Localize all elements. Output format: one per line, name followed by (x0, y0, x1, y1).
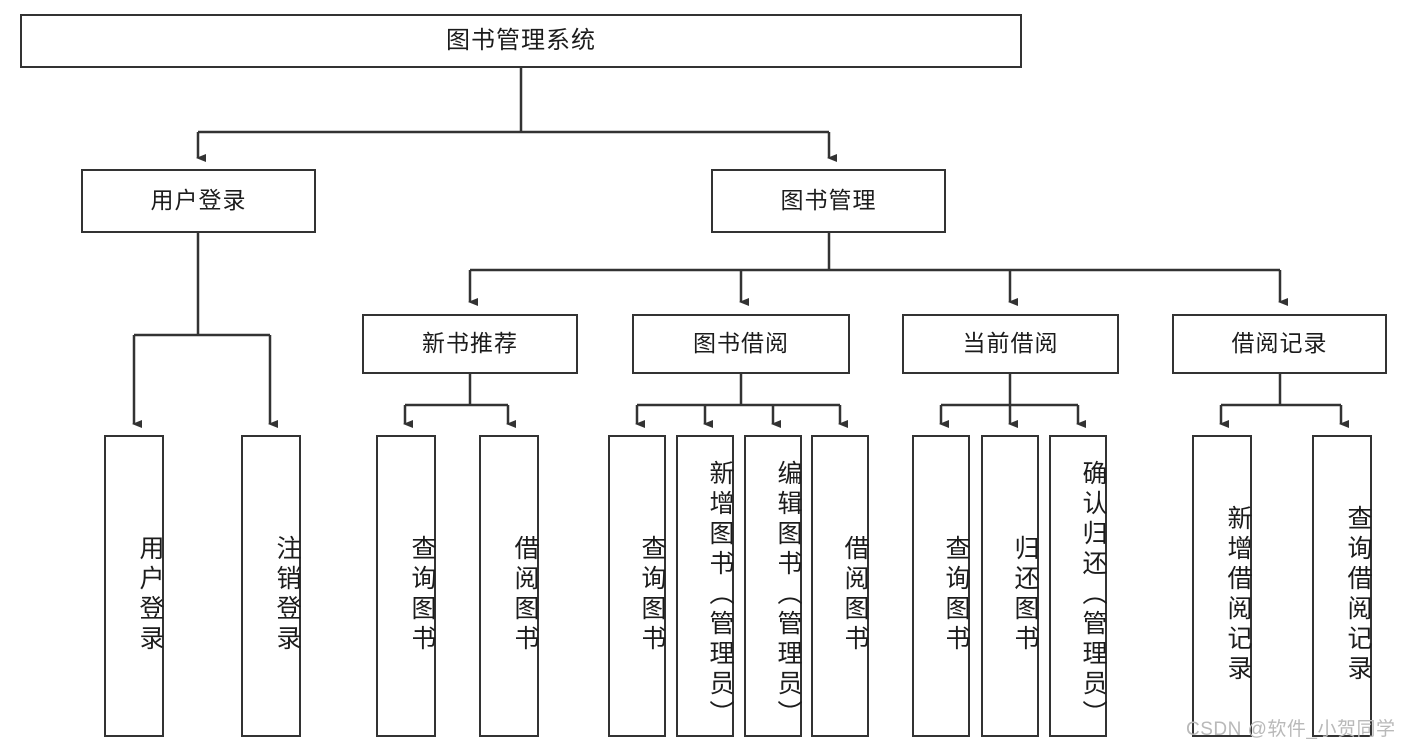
node-user-login[interactable]: 用户登录 (81, 169, 316, 233)
leaf-borrow-record-query-record[interactable]: 查询借阅记录 (1312, 435, 1372, 737)
leaf-new-book-query-book[interactable]: 查询图书 (376, 435, 436, 737)
leaf-label: 新增图书（管理员） (706, 460, 734, 730)
leaf-label: 查询图书 (638, 535, 666, 655)
leaf-current-borrow-return-book[interactable]: 归还图书 (981, 435, 1039, 737)
leaf-label: 查询图书 (408, 535, 436, 655)
node-current-borrow[interactable]: 当前借阅 (902, 314, 1119, 374)
watermark-csdn: CSDN @软件_小贺同学 (1186, 719, 1396, 740)
leaf-user-login-logout[interactable]: 注销登录 (241, 435, 301, 737)
leaf-label: 注销登录 (273, 535, 301, 655)
leaf-borrow-record-add-record[interactable]: 新增借阅记录 (1192, 435, 1252, 737)
leaf-book-borrow-query-book[interactable]: 查询图书 (608, 435, 666, 737)
leaf-book-borrow-borrow-book[interactable]: 借阅图书 (811, 435, 869, 737)
node-book-borrow[interactable]: 图书借阅 (632, 314, 850, 374)
node-book-management[interactable]: 图书管理 (711, 169, 946, 233)
leaf-label: 查询借阅记录 (1344, 505, 1372, 685)
leaf-book-borrow-edit-book-admin[interactable]: 编辑图书（管理员） (744, 435, 802, 737)
leaf-label: 借阅图书 (841, 535, 869, 655)
leaf-current-borrow-query-book[interactable]: 查询图书 (912, 435, 970, 737)
leaf-new-book-borrow-book[interactable]: 借阅图书 (479, 435, 539, 737)
node-root-library-system[interactable]: 图书管理系统 (20, 14, 1022, 68)
leaf-label: 归还图书 (1011, 535, 1039, 655)
leaf-user-login-login[interactable]: 用户登录 (104, 435, 164, 737)
leaf-label: 用户登录 (136, 535, 164, 655)
leaf-label: 查询图书 (942, 535, 970, 655)
leaf-label: 编辑图书（管理员） (774, 460, 802, 730)
leaf-label: 确认归还（管理员） (1079, 460, 1107, 730)
leaf-book-borrow-add-book-admin[interactable]: 新增图书（管理员） (676, 435, 734, 737)
node-borrow-record[interactable]: 借阅记录 (1172, 314, 1387, 374)
node-new-book-recommend[interactable]: 新书推荐 (362, 314, 578, 374)
leaf-label: 新增借阅记录 (1224, 505, 1252, 685)
leaf-label: 借阅图书 (511, 535, 539, 655)
leaf-current-borrow-confirm-return-admin[interactable]: 确认归还（管理员） (1049, 435, 1107, 737)
